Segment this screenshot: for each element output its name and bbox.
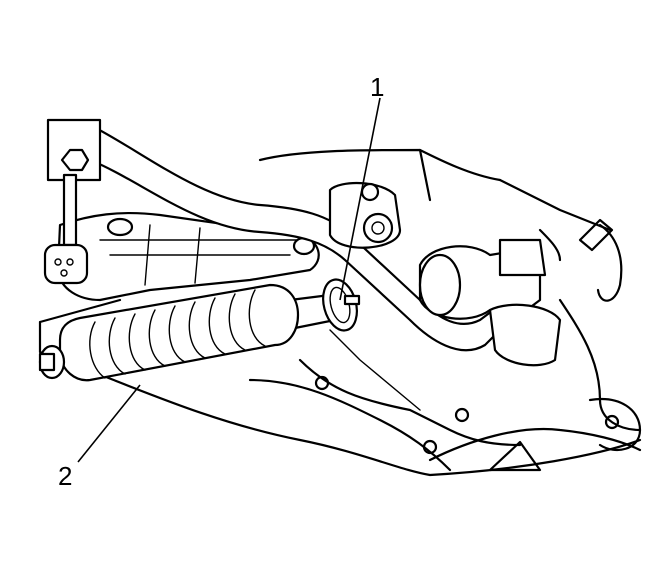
boot-clamp xyxy=(322,278,361,332)
callout-1: 1 xyxy=(370,72,384,102)
chassis-floor xyxy=(38,148,642,477)
callout-2: 2 xyxy=(58,461,72,491)
stabilizer-link xyxy=(43,118,102,285)
leader-line-2 xyxy=(77,384,141,463)
rack-boot xyxy=(38,283,300,382)
control-arm xyxy=(56,211,320,302)
leader-line-1 xyxy=(339,97,381,301)
steering-gear-housing xyxy=(328,181,623,367)
